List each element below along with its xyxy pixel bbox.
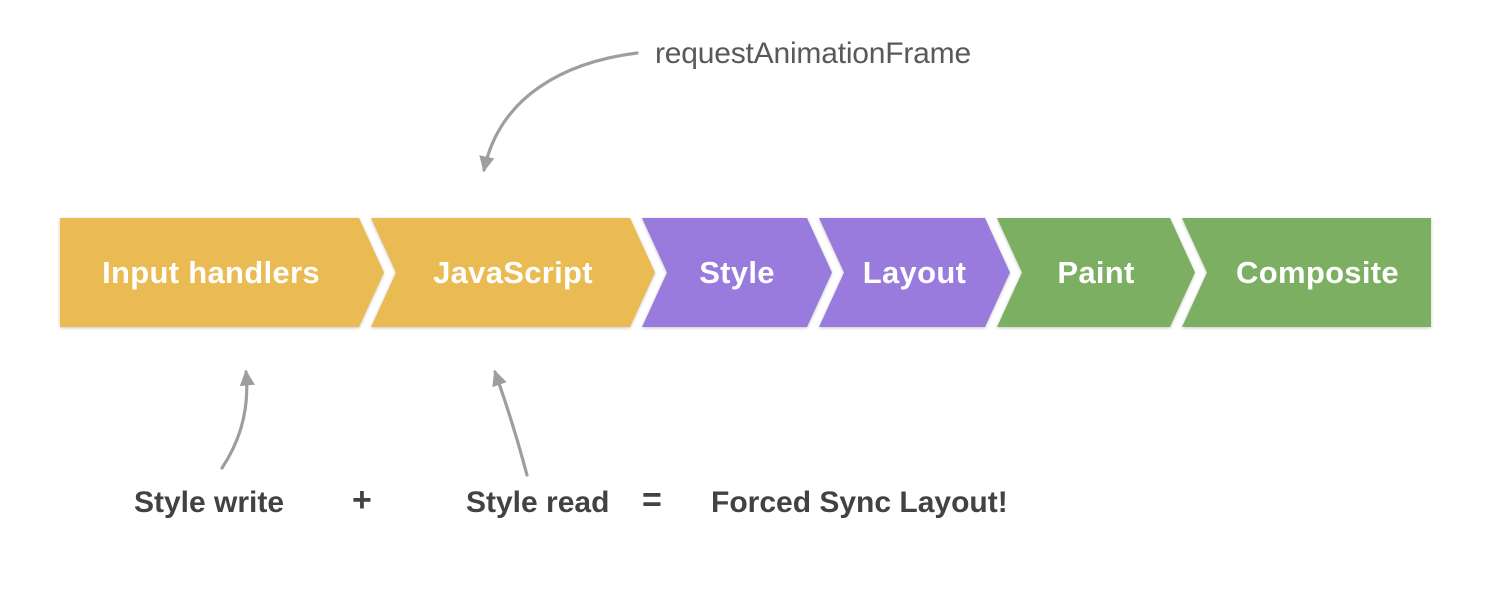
style-write-label: Style write <box>134 486 285 519</box>
forced-sync-layout-label: Forced Sync Layout! <box>711 486 1008 519</box>
request-animation-frame-label: requestAnimationFrame <box>655 37 971 70</box>
stage-chevron-shape: Style <box>642 218 832 327</box>
stage-label: Input handlers <box>102 254 320 290</box>
stage-layout: Layout <box>819 218 1010 327</box>
stage-label: Style <box>699 254 775 290</box>
plus-sign: + <box>352 481 372 519</box>
stage-label: Paint <box>1057 254 1135 290</box>
stage-composite: Composite <box>1182 218 1431 327</box>
stage-label: Composite <box>1236 254 1399 290</box>
stage-chevron-shape: JavaScript <box>371 218 655 327</box>
stage-chevron-shape: Input handlers <box>60 218 384 327</box>
style-read-arrow-icon <box>492 369 529 477</box>
pipeline-bar: Input handlers JavaScript Style Layout Paint… <box>0 218 1496 327</box>
stage-chevron-shape: Composite <box>1182 218 1431 327</box>
stage-javascript: JavaScript <box>371 218 655 327</box>
equals-sign: = <box>642 481 662 519</box>
stage-style: Style <box>642 218 832 327</box>
stage-paint: Paint <box>997 218 1195 327</box>
stage-chevron-shape: Paint <box>997 218 1195 327</box>
stage-label: Layout <box>862 254 967 290</box>
stage-chevron-shape: Layout <box>819 218 1010 327</box>
style-read-label: Style read <box>466 486 610 519</box>
raf-curved-arrow-icon <box>479 51 639 173</box>
style-write-arrow-icon <box>220 369 255 470</box>
stage-label: JavaScript <box>433 254 593 290</box>
stage-input-handlers: Input handlers <box>60 218 384 327</box>
